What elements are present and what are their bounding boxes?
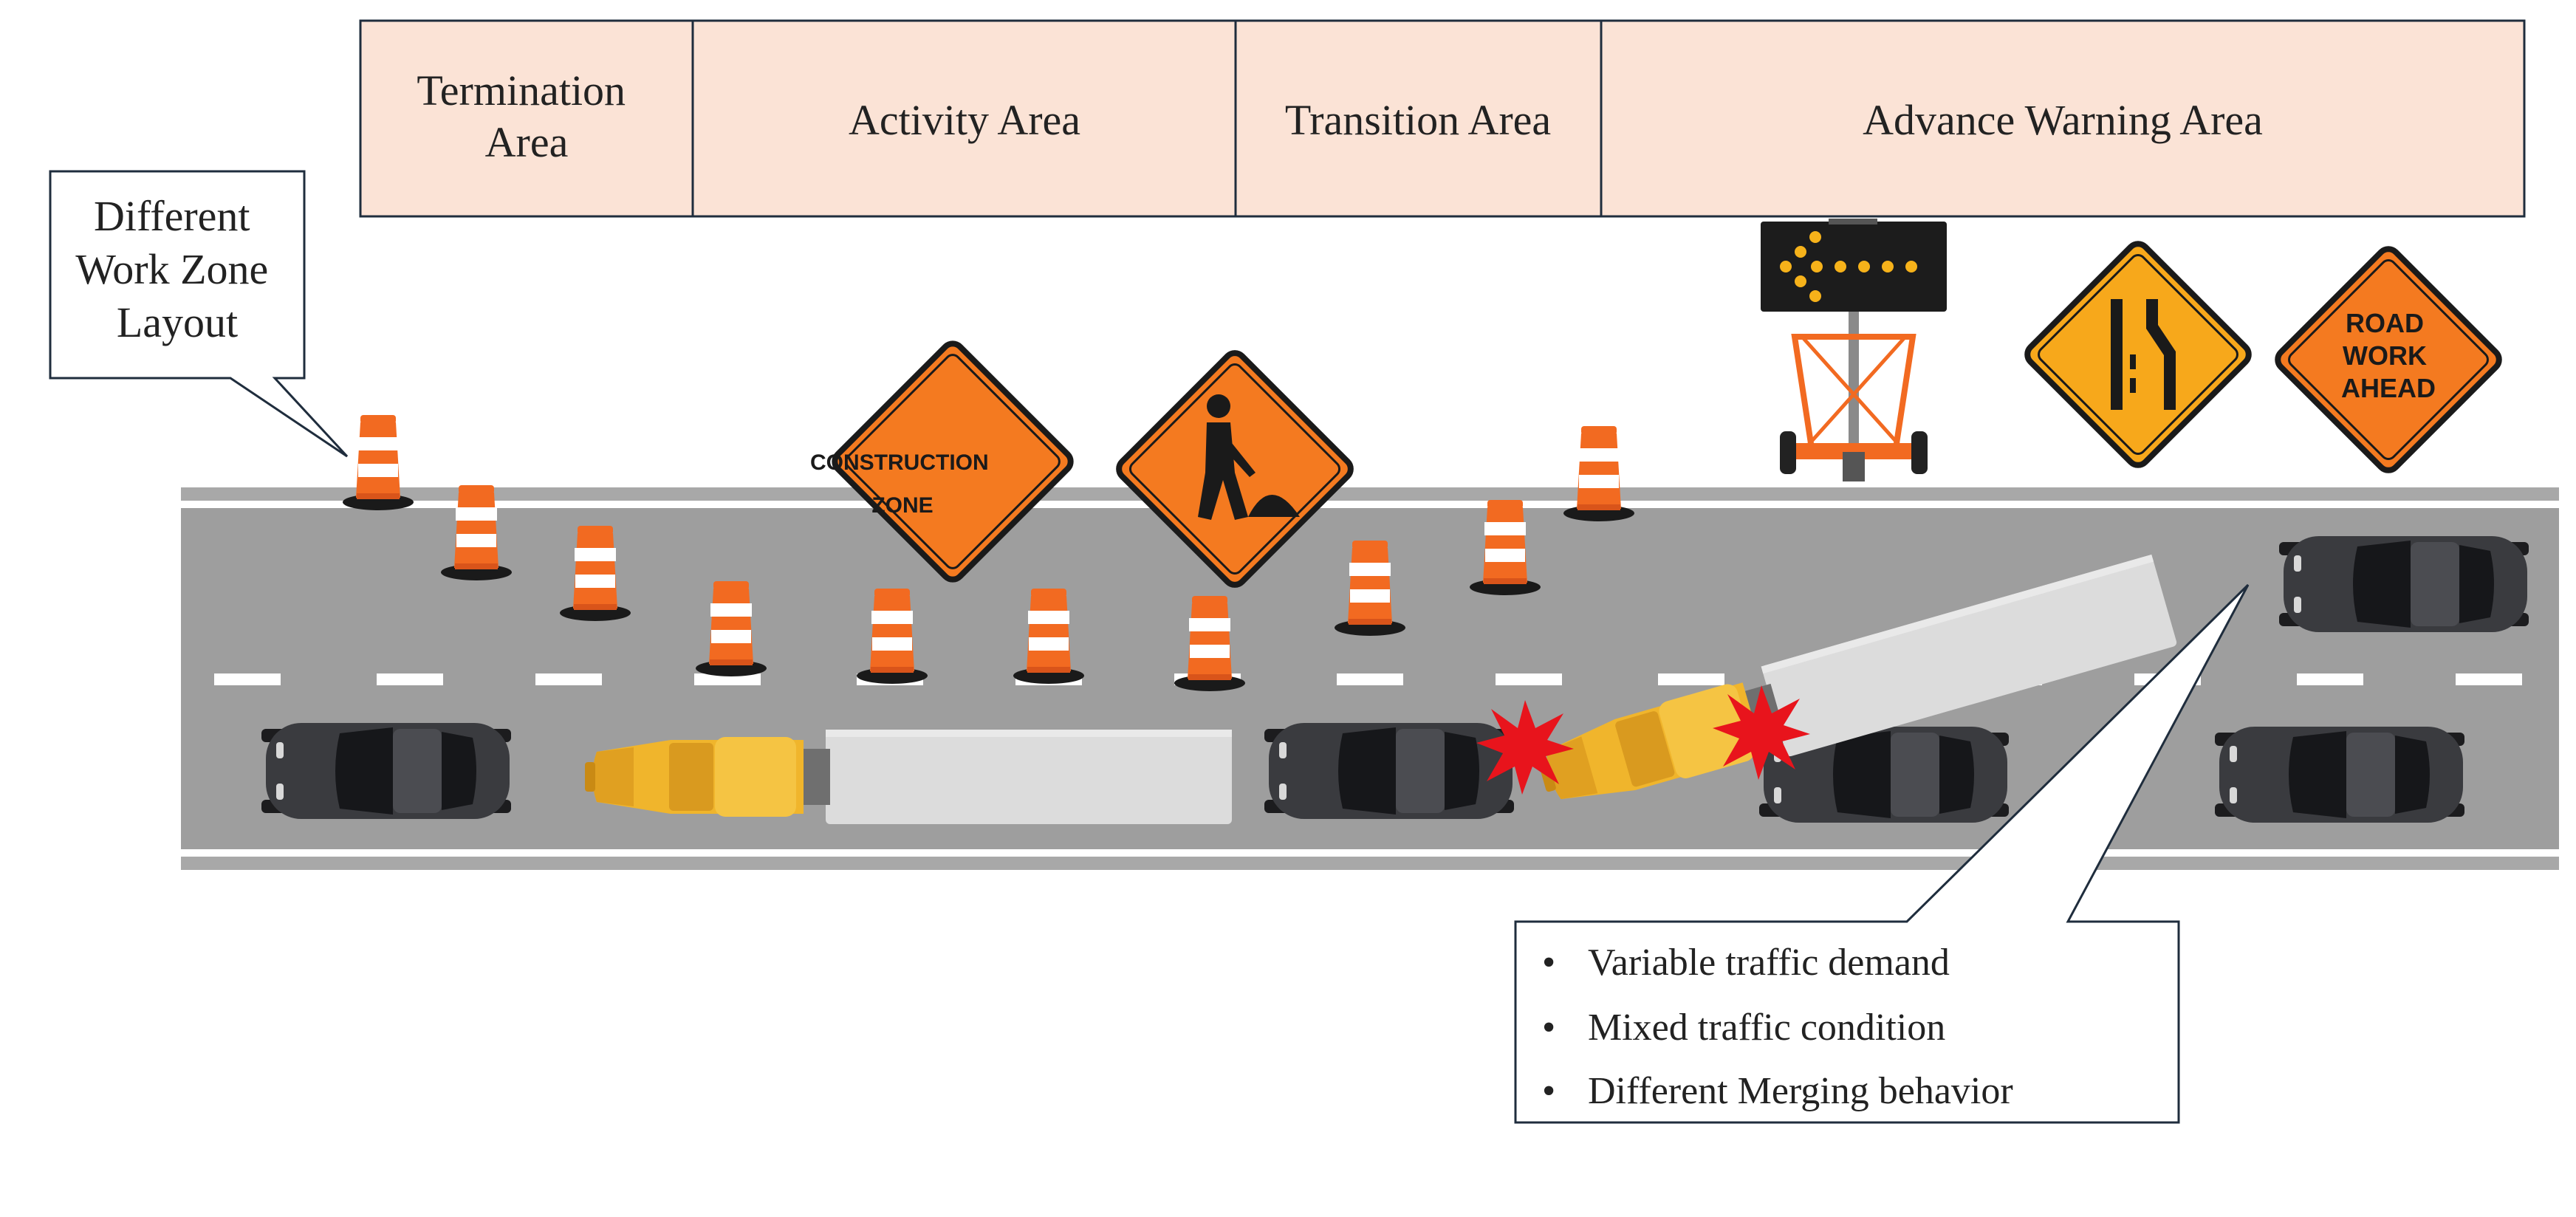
arrow-board-icon xyxy=(1761,219,1947,481)
advance-warning-area-box xyxy=(1600,19,2526,218)
road-work-ahead-sign: ROAD WORK AHEAD xyxy=(2275,246,2502,473)
callout-left-text: Different Work Zone Layout xyxy=(75,192,279,346)
car-icon xyxy=(2215,727,2464,823)
list-item: •Mixed traffic condition xyxy=(1542,1007,1945,1049)
transition-area-box xyxy=(1234,19,1603,218)
svg-text:CONSTRUCTION ZONE: CONSTRUCTION ZONE xyxy=(810,450,995,518)
traffic-drum-icon xyxy=(1563,426,1634,521)
car-icon xyxy=(1264,723,1514,819)
termination-area-box xyxy=(359,19,694,218)
road-bottom-shoulder xyxy=(181,857,2559,870)
traffic-conditions-list: •Variable traffic demand •Mixed traffic … xyxy=(1542,942,2013,1112)
car-icon xyxy=(261,723,511,819)
transition-area-label: Transition Area xyxy=(1285,96,1551,144)
activity-area-label: Activity Area xyxy=(849,96,1080,144)
truck-icon xyxy=(585,730,1232,824)
construction-zone-sign: CONSTRUCTION ZONE xyxy=(810,340,1074,583)
list-item: •Variable traffic demand xyxy=(1542,942,1950,984)
road-top-shoulder xyxy=(181,487,2559,501)
advance-warning-area-label: Advance Warning Area xyxy=(1863,96,2263,144)
termination-area-label: Termination Area xyxy=(417,66,636,166)
lane-merge-sign-icon xyxy=(2024,241,2252,468)
area-header: Termination Area Activity Area Transitio… xyxy=(359,19,2526,218)
traffic-conditions-callout: •Variable traffic demand •Mixed traffic … xyxy=(1514,583,2250,1124)
svg-text:ROAD WORK AHEAD: ROAD WORK AHEAD xyxy=(2341,308,2436,403)
flagger-sign-icon xyxy=(1116,350,1354,588)
work-zone-layout-callout: Different Work Zone Layout xyxy=(49,170,349,458)
list-item: •Different Merging behavior xyxy=(1542,1070,2013,1112)
car-icon xyxy=(2279,536,2529,632)
